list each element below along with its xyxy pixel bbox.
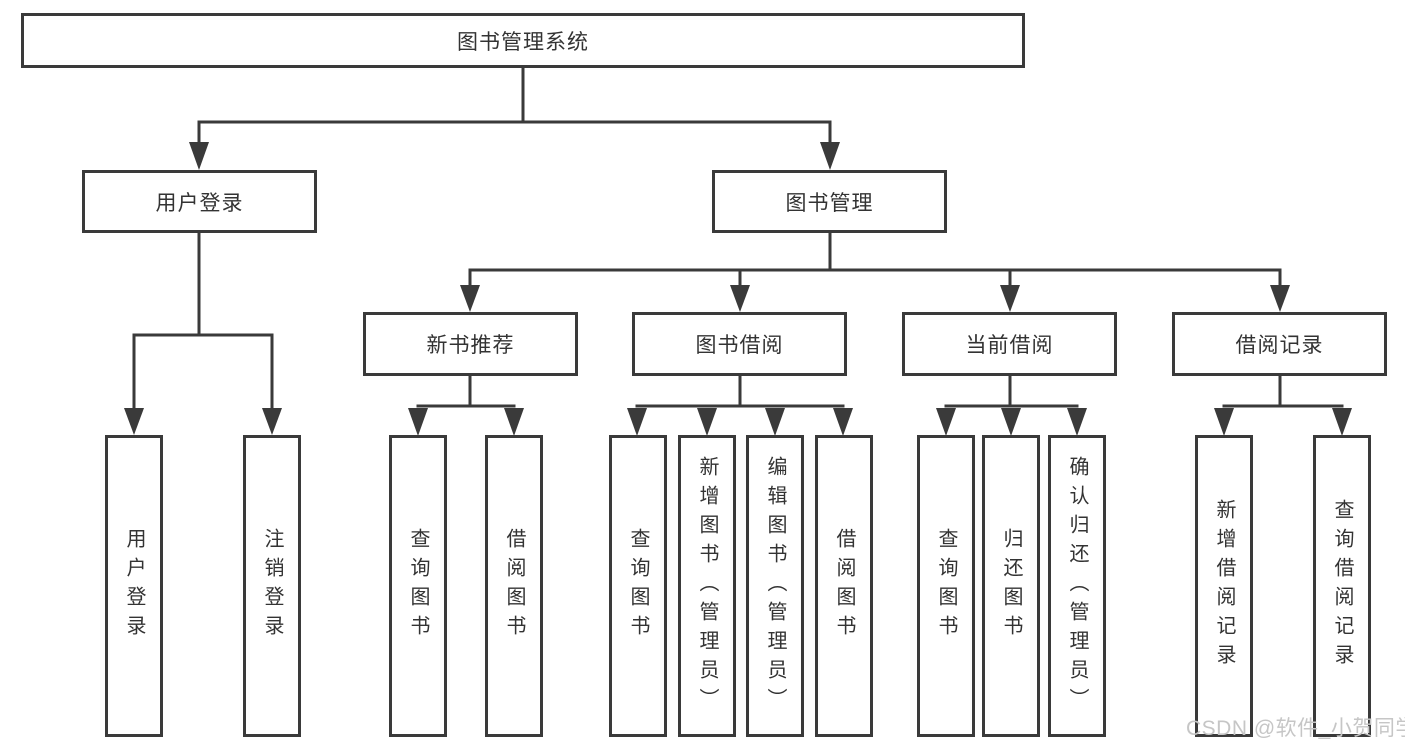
node-user-login: 用户登录 [82, 170, 317, 233]
node-label: 新书推荐 [426, 334, 515, 357]
node-label: 用户登录 [155, 191, 244, 215]
node-book-borrow: 图书借阅 [632, 312, 847, 376]
leaf-confirm-return-admin: 确认归还（管理员） [1048, 435, 1106, 737]
node-label: 借阅图书 [833, 528, 855, 644]
node-borrow-records: 借阅记录 [1172, 312, 1387, 376]
node-label: 当前借阅 [965, 334, 1054, 357]
node-label: 查询图书 [935, 528, 957, 644]
node-label: 查询借阅记录 [1331, 499, 1353, 673]
leaf-edit-books-admin: 编辑图书（管理员） [746, 435, 804, 737]
node-label: 图书管理 [785, 191, 874, 215]
leaf-logout: 注销登录 [243, 435, 301, 737]
leaf-add-books-admin: 新增图书（管理员） [678, 435, 736, 737]
csdn-watermark: CSDN @软件_小贺同学 [1186, 717, 1405, 740]
node-label: 查询图书 [407, 528, 429, 644]
leaf-borrow-books-recommend: 借阅图书 [485, 435, 543, 737]
node-label: 新增借阅记录 [1213, 499, 1235, 673]
node-label: 图书管理系统 [457, 30, 589, 54]
node-label: 新增图书（管理员） [696, 455, 718, 717]
node-current-borrow: 当前借阅 [902, 312, 1117, 376]
leaf-borrow-books: 借阅图书 [815, 435, 873, 737]
node-label: 图书借阅 [695, 334, 784, 357]
node-new-book-recommend: 新书推荐 [363, 312, 578, 376]
leaf-query-borrow-record: 查询借阅记录 [1313, 435, 1371, 737]
leaf-query-books-recommend: 查询图书 [389, 435, 447, 737]
node-label: 借阅图书 [503, 528, 525, 644]
node-label: 归还图书 [1000, 528, 1022, 644]
node-book-management: 图书管理 [712, 170, 947, 233]
leaf-query-books-borrow: 查询图书 [609, 435, 667, 737]
node-label: 借阅记录 [1235, 334, 1324, 357]
leaf-add-borrow-record: 新增借阅记录 [1195, 435, 1253, 737]
node-label: 注销登录 [261, 528, 283, 644]
node-label: 查询图书 [627, 528, 649, 644]
node-label: 确认归还（管理员） [1066, 455, 1088, 717]
leaf-return-books: 归还图书 [982, 435, 1040, 737]
node-root-library-system: 图书管理系统 [21, 13, 1025, 68]
leaf-user-login: 用户登录 [105, 435, 163, 737]
node-label: 用户登录 [123, 528, 145, 644]
leaf-query-books-current: 查询图书 [917, 435, 975, 737]
node-label: 编辑图书（管理员） [764, 455, 786, 717]
